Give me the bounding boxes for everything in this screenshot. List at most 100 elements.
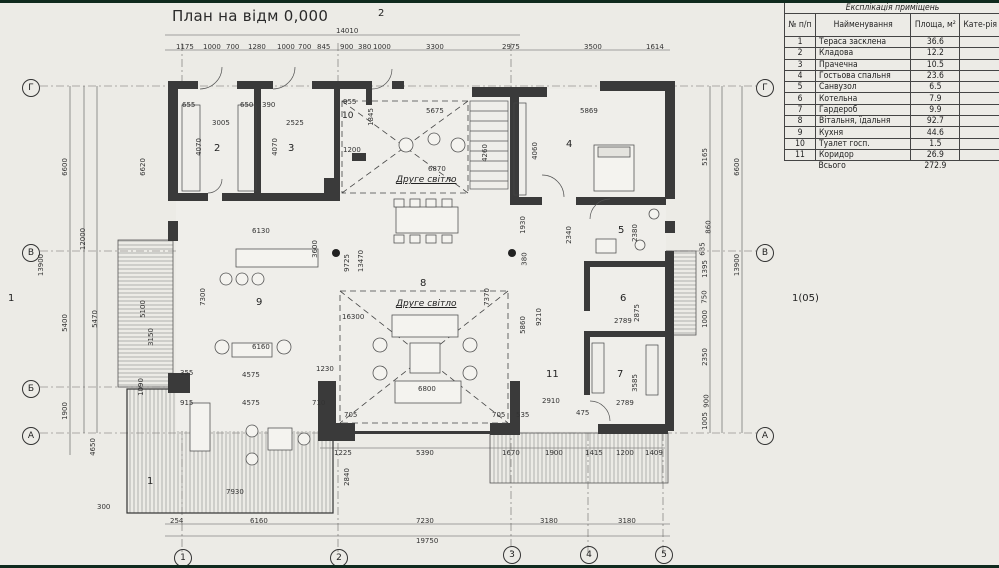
dim-top-6: 700 — [298, 43, 312, 51]
cell-category — [959, 69, 999, 83]
second-light-label-bottom: Друге світло — [396, 299, 457, 309]
dim-k10-1200: 1200 — [343, 146, 361, 154]
left-deck — [117, 239, 174, 388]
dim-k8-7370: 7370 — [482, 288, 491, 306]
dim-k8-9210: 9210 — [534, 308, 543, 326]
cell-area: 26.9 — [910, 148, 961, 162]
dim-k1-705: 705 — [344, 411, 358, 419]
dim-right-2: 5165 — [700, 148, 709, 166]
cell-no: 11 — [784, 148, 816, 162]
dim-front-5: 1409 — [645, 449, 663, 457]
cell-name: Кухня — [814, 126, 912, 139]
room-number-7: 7 — [617, 369, 624, 380]
dim-left-12000: 12000 — [79, 227, 88, 251]
cell-area: 44.6 — [910, 126, 961, 139]
dim-right-10: 1005 — [700, 412, 709, 430]
dim-top-1: 1175 — [176, 43, 194, 51]
cell-category — [959, 103, 999, 117]
cell-name: Прачечна — [814, 58, 912, 71]
dim-right-13900: 13900 — [733, 253, 742, 277]
dim-k1-2840: 2840 — [342, 468, 351, 486]
cell-name: Санвузол — [814, 81, 912, 94]
dim-k4-4060: 4060 — [530, 142, 539, 160]
dim-bottom-4: 3180 — [618, 517, 636, 525]
cell-no: 8 — [784, 115, 816, 128]
cell-name: Вітальня, їдальня — [814, 115, 912, 128]
dim-right-1: 6600 — [732, 158, 741, 176]
cell-no: 3 — [784, 58, 816, 71]
cell-name: Коридор — [814, 148, 912, 162]
dim-k9-355: 355 — [180, 369, 194, 377]
dim-k8-5675: 5675 — [426, 107, 444, 115]
cell-category — [959, 148, 999, 162]
dim-k8-1930: 1930 — [518, 216, 527, 234]
axis-row-a-left: А — [22, 427, 40, 445]
dim-k4-5869: 5869 — [580, 107, 598, 115]
explication-caption: Експлікація приміщень — [784, 3, 999, 14]
dim-k7-3585: 3585 — [630, 374, 639, 392]
dim-k9-3600: 3600 — [310, 240, 319, 258]
dim-k6-2875: 2875 — [632, 304, 641, 322]
cell-category — [959, 126, 999, 139]
section-mark-top: 2 — [378, 8, 385, 19]
dim-front-4: 1200 — [616, 449, 634, 457]
dim-k1-1225: 1225 — [334, 449, 352, 457]
dim-k11-535: 535 — [516, 411, 530, 419]
cell-area: 10.5 — [910, 58, 961, 71]
room-number-6: 6 — [620, 293, 627, 304]
dim-k9-7300: 7300 — [198, 288, 207, 306]
axis-row-g-left: Г — [22, 79, 40, 97]
dim-left-3: 1900 — [60, 402, 69, 420]
dim-terrace-7930: 7930 — [226, 488, 244, 496]
dim-top-3500: 3500 — [584, 43, 602, 51]
room-number-10: 10 — [342, 111, 354, 121]
dim-k1-1090: 1090 — [136, 378, 145, 396]
col-name: Найменування — [814, 13, 912, 37]
cell-category — [959, 81, 999, 94]
furniture — [189, 132, 660, 466]
dim-left-1: 6600 — [60, 158, 69, 176]
cell-area: 9.9 — [910, 103, 961, 117]
dim-k8-13470: 13470 — [357, 249, 366, 273]
dim-top-9: 380 — [358, 43, 372, 51]
axis-row-b-left: Б — [22, 380, 40, 398]
room-number-8: 8 — [420, 278, 427, 289]
cell-no: 2 — [784, 47, 816, 60]
second-light-zones — [339, 100, 509, 424]
dim-bottom-overall: 19750 — [416, 537, 439, 545]
front-deck — [489, 432, 669, 484]
explication-total-row: Всього 272.9 — [785, 161, 999, 172]
cell-name: Гардероб — [814, 103, 912, 117]
dim-left-13900: 13900 — [37, 253, 46, 277]
cell-area: 92.7 — [910, 115, 961, 128]
dim-bottom-2: 7230 — [416, 517, 434, 525]
dim-k1-3150: 3150 — [146, 328, 155, 346]
dim-top-5: 1000 — [277, 43, 295, 51]
dim-k11-2910: 2910 — [542, 397, 560, 405]
dim-k9-5100: 5100 — [138, 300, 147, 318]
dim-k3-650: 650 — [240, 101, 254, 109]
cell-category — [959, 92, 999, 105]
cell-area: 6.5 — [910, 81, 961, 94]
dim-k9-1230: 1230 — [316, 365, 334, 373]
dim-k8-16300: 16300 — [342, 313, 365, 321]
dim-k8-6800: 6800 — [418, 385, 436, 393]
dim-top-10: 1000 — [373, 43, 391, 51]
dim-top-2975: 2975 — [502, 43, 520, 51]
dim-top-8: 900 — [340, 43, 354, 51]
col-no: № п/п — [784, 13, 816, 37]
cell-area: 12.2 — [910, 47, 961, 60]
dim-k2-3005: 3005 — [212, 119, 230, 127]
total-area: 272.9 — [924, 161, 947, 172]
dim-right-8: 2350 — [700, 348, 709, 366]
walls — [168, 81, 675, 441]
dim-k7-2789: 2789 — [616, 399, 634, 407]
dim-k10-1845: 1845 — [366, 108, 375, 126]
dim-top-1614: 1614 — [646, 43, 664, 51]
floor-plan — [40, 34, 760, 555]
axis-row-g-right: Г — [756, 79, 774, 97]
